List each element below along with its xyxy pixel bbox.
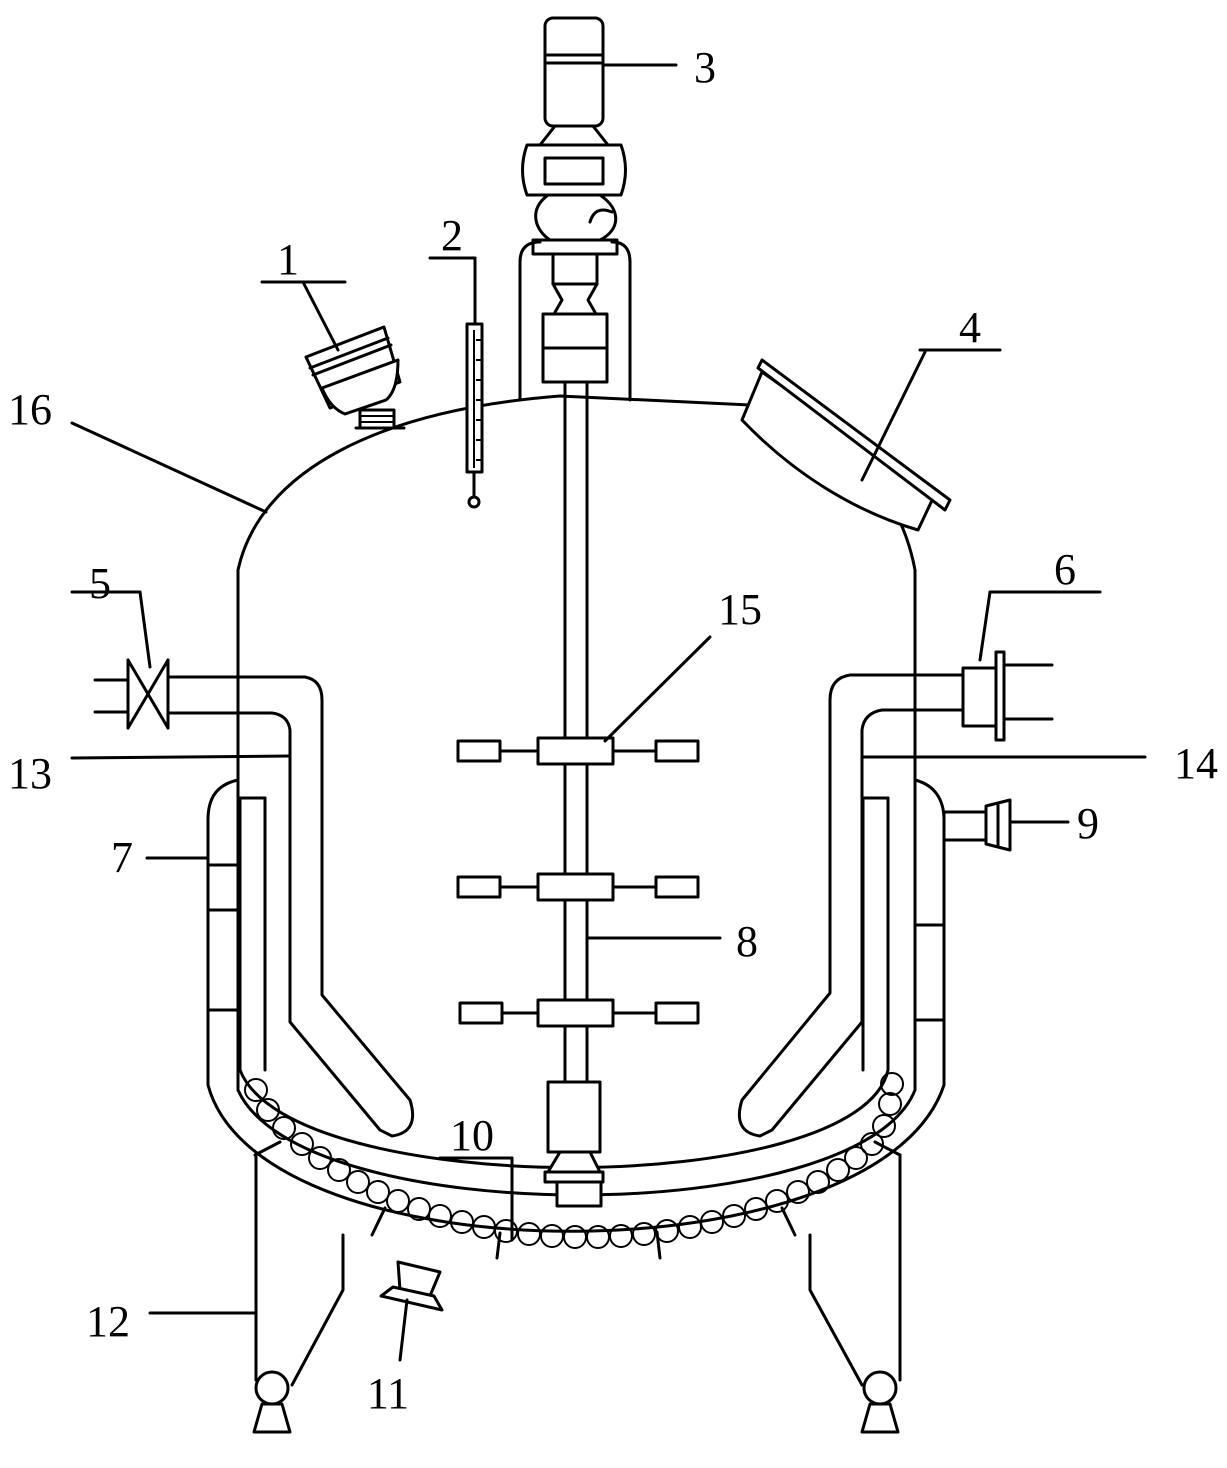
left-pipe <box>166 675 415 1138</box>
thermometer <box>465 322 484 509</box>
label-14: 14 <box>1174 739 1218 788</box>
leader-lines <box>70 63 1147 1362</box>
jacket-nozzle <box>942 798 1012 852</box>
agitator-shaft <box>563 380 589 1084</box>
impeller-middle <box>456 872 700 902</box>
label-10: 10 <box>450 1111 494 1160</box>
outlet-flange <box>961 650 1054 742</box>
label-8: 8 <box>736 917 758 966</box>
impeller-bottom <box>458 998 700 1028</box>
coil-tubes <box>244 1072 904 1249</box>
labels: 1 2 3 4 5 6 7 8 9 10 11 12 13 14 15 16 <box>8 43 1218 1418</box>
sight-glass <box>304 325 406 430</box>
label-16: 16 <box>8 385 52 434</box>
label-12: 12 <box>86 1297 130 1346</box>
right-leg <box>808 1153 902 1434</box>
motor-drive <box>518 16 632 402</box>
label-1: 1 <box>277 235 299 284</box>
label-6: 6 <box>1054 545 1076 594</box>
label-9: 9 <box>1077 799 1099 848</box>
label-5: 5 <box>89 559 111 608</box>
label-15: 15 <box>718 585 762 634</box>
right-pipe <box>737 673 965 1138</box>
manhole <box>740 358 952 532</box>
impeller-top <box>456 736 700 766</box>
shaft-end <box>543 1080 605 1208</box>
label-3: 3 <box>694 43 716 92</box>
label-2: 2 <box>441 211 463 260</box>
label-7: 7 <box>111 833 133 882</box>
label-13: 13 <box>8 749 52 798</box>
discharge-outlet <box>379 1260 444 1312</box>
label-11: 11 <box>367 1369 409 1418</box>
valve <box>93 658 170 730</box>
label-4: 4 <box>959 303 981 352</box>
left-leg <box>252 1153 345 1434</box>
